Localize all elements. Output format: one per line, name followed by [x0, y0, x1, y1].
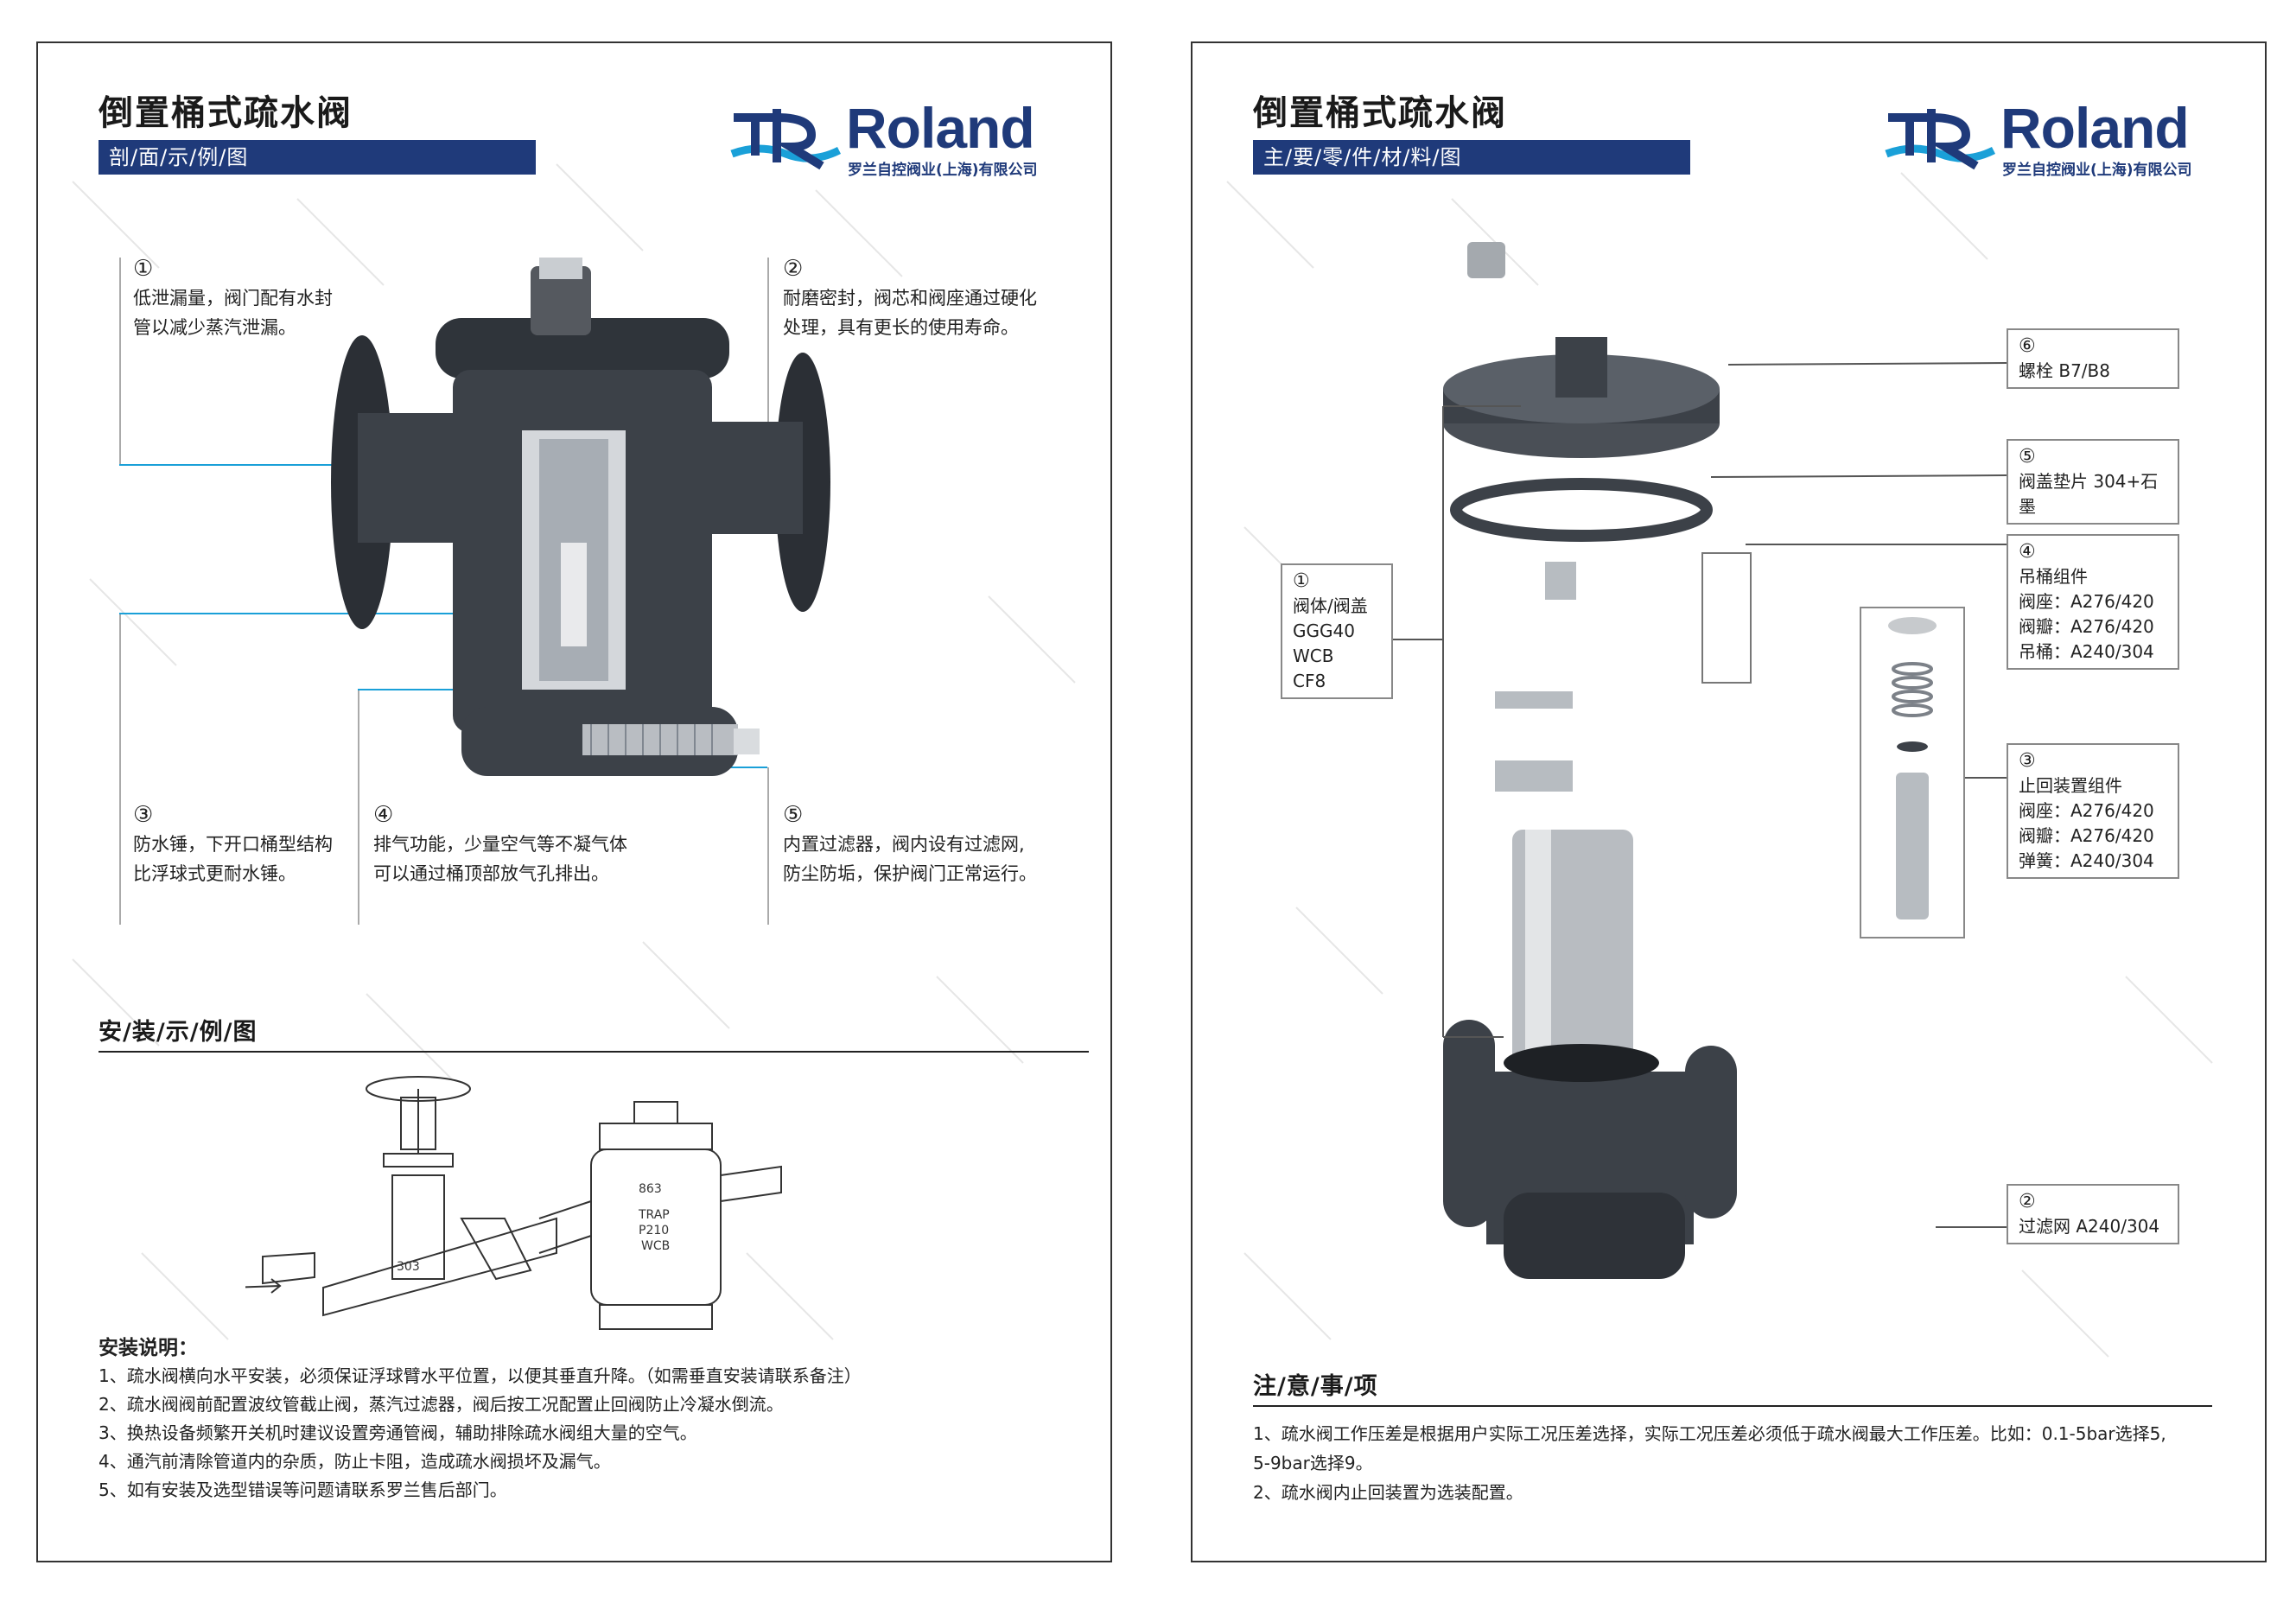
roland-logo: Roland 罗兰自控阀业(上海)有限公司: [725, 93, 1053, 180]
roland-emblem-icon: [730, 109, 842, 170]
notes-section-rule: [1253, 1405, 2212, 1407]
callout-2-line2: 处理，具有更长的使用寿命。: [783, 317, 1019, 338]
install-note: 1、疏水阀横向水平安装，必须保证浮球臂水平位置，以便其垂直升降。（如需垂直安装请…: [99, 1365, 862, 1386]
note-item: 2、疏水阀内止回装置为选装配置。: [1253, 1482, 1523, 1503]
part-4-line: 阀瓣：A276/420: [2019, 616, 2154, 637]
part-1-line: 阀体/阀盖: [1293, 595, 1368, 616]
part-6-line: 螺栓 B7/B8: [2019, 360, 2110, 381]
callout-4-number: ④: [373, 802, 394, 828]
callout-2-number: ②: [783, 256, 804, 282]
part-1-line: WCB: [1293, 646, 1334, 666]
trap-mark-863: 863: [639, 1182, 662, 1196]
part-2-line: 过滤网 A240/304: [2019, 1216, 2160, 1237]
part-box-3: ③ 止回装置组件 阀座：A276/420 阀瓣：A276/420 弹簧：A240…: [2007, 743, 2179, 879]
install-section-title: 安/装/示/例/图: [99, 1019, 258, 1046]
callout-3-line1: 防水锤，下开口桶型结构: [133, 834, 333, 855]
part-3-line: 弹簧：A240/304: [2019, 850, 2154, 871]
callout-5-line: [767, 767, 769, 925]
roland-emblem-icon: [1885, 109, 1996, 170]
trap-mark-pressure: P210: [639, 1224, 669, 1238]
callout-5: ⑤ 内置过滤器，阀内设有过滤网, 防尘防垢，保护阀门正常运行。: [783, 800, 1037, 888]
logo-company-name: 罗兰自控阀业(上海)有限公司: [848, 162, 1038, 179]
right-page: 倒置桶式疏水阀 主/要/零/件/材/料/图 Roland 罗兰自控阀业(上海)有…: [1191, 41, 2267, 1562]
check-device-parts-icon: [1888, 617, 1937, 919]
trap-mark-material: WCB: [641, 1239, 670, 1253]
callout-1: ① 低泄漏量，阀门配有水封 管以减少蒸汽泄漏。: [133, 254, 333, 342]
install-section-rule: [99, 1051, 1089, 1053]
callout-1-line2: 管以减少蒸汽泄漏。: [133, 317, 296, 338]
part-box-6: ⑥ 螺栓 B7/B8: [2007, 328, 2179, 389]
part-3-number: ③: [2019, 750, 2036, 772]
callout-2-line1: 耐磨密封，阀芯和阀座通过硬化: [783, 288, 1037, 309]
check-device-explode-frame: [1860, 607, 1965, 938]
roland-logo: Roland 罗兰自控阀业(上海)有限公司: [1879, 93, 2208, 180]
callout-4-line1: 排气功能，少量空气等不凝气体: [373, 834, 627, 855]
part-box-1: ① 阀体/阀盖 GGG40 WCB CF8: [1281, 563, 1393, 699]
logo-company-name: 罗兰自控阀业(上海)有限公司: [2002, 162, 2192, 179]
install-diagram: 303 863 TRAP P210 WCB: [245, 1076, 782, 1330]
section-bar-cutaway: 剖/面/示/例/图: [99, 140, 536, 175]
install-note: 5、如有安装及选型错误等问题请联系罗兰售后部门。: [99, 1479, 507, 1500]
callout-4-line2: 可以通过桶顶部放气孔排出。: [373, 863, 609, 884]
part-4-line: 吊桶组件: [2019, 566, 2088, 587]
part-leader-lines: [1393, 362, 2007, 1228]
valve-mark-303: 303: [397, 1260, 420, 1274]
logo-wordmark: Roland: [846, 96, 1035, 160]
part-5-line: 阀盖垫片 304+石墨: [2019, 471, 2159, 517]
cutaway-illustration: [331, 258, 830, 776]
left-page: 倒置桶式疏水阀 剖/面/示/例/图 Roland 罗兰自控阀业(上海)有限公司 …: [36, 41, 1112, 1562]
callout-3-line2: 比浮球式更耐水锤。: [133, 863, 296, 884]
part-6-number: ⑥: [2019, 335, 2036, 357]
callout-4: ④ 排气功能，少量空气等不凝气体 可以通过桶顶部放气孔排出。: [373, 800, 627, 888]
page-title: 倒置桶式疏水阀: [99, 93, 353, 133]
callout-3: ③ 防水锤，下开口桶型结构 比浮球式更耐水锤。: [133, 800, 333, 888]
install-notes-title: 安装说明：: [99, 1337, 198, 1359]
logo-wordmark: Roland: [2000, 96, 2190, 160]
callout-1-line: [119, 258, 121, 465]
part-box-4: ④ 吊桶组件 阀座：A276/420 阀瓣：A276/420 吊桶：A240/3…: [2007, 534, 2179, 670]
callout-4-line: [358, 690, 359, 925]
callout-5-line2: 防尘防垢，保护阀门正常运行。: [783, 863, 1037, 884]
callout-1-line1: 低泄漏量，阀门配有水封: [133, 288, 333, 309]
callout-5-line1: 内置过滤器，阀内设有过滤网,: [783, 834, 1025, 855]
part-4-number: ④: [2019, 541, 2036, 563]
part-2-number: ②: [2019, 1191, 2036, 1212]
part-1-line: CF8: [1293, 671, 1326, 691]
part-4-line: 吊桶：A240/304: [2019, 641, 2154, 662]
install-note: 2、疏水阀阀前配置波纹管截止阀，蒸汽过滤器，阀后按工况配置止回阀防止冷凝水倒流。: [99, 1394, 784, 1415]
part-4-line: 阀座：A276/420: [2019, 591, 2154, 612]
install-note: 3、换热设备频繁开关机时建议设置旁通管阀，辅助排除疏水阀组大量的空气。: [99, 1422, 697, 1443]
callout-2-line: [767, 258, 769, 443]
part-1-number: ①: [1293, 570, 1310, 592]
install-note: 4、通汽前清除管道内的杂质，防止卡阻，造成疏水阀损坏及漏气。: [99, 1451, 611, 1472]
part-3-line: 阀瓣：A276/420: [2019, 825, 2154, 846]
notes-section-title: 注/意/事/项: [1253, 1373, 1378, 1400]
callout-5-number: ⑤: [783, 802, 804, 828]
part-1-line: GGG40: [1293, 620, 1355, 641]
callout-3-number: ③: [133, 802, 154, 828]
page-title: 倒置桶式疏水阀: [1253, 93, 1507, 133]
part-3-line: 止回装置组件: [2019, 775, 2122, 796]
note-item: 1、疏水阀工作压差是根据用户实际工况压差选择，实际工况压差必须低于疏水阀最大工作…: [1253, 1423, 2166, 1444]
trap-mark-trap: TRAP: [638, 1208, 670, 1222]
notes-list: 1、疏水阀工作压差是根据用户实际工况压差选择，实际工况压差必须低于疏水阀最大工作…: [1253, 1419, 2212, 1507]
callout-3-line: [119, 614, 121, 925]
part-box-2: ② 过滤网 A240/304: [2007, 1184, 2179, 1244]
callout-2: ② 耐磨密封，阀芯和阀座通过硬化 处理，具有更长的使用寿命。: [783, 254, 1037, 342]
part-3-line: 阀座：A276/420: [2019, 800, 2154, 821]
note-item: 5-9bar选择9。: [1253, 1453, 1373, 1473]
part-box-5: ⑤ 阀盖垫片 304+石墨: [2007, 439, 2179, 525]
install-notes-list: 1、疏水阀横向水平安装，必须保证浮球臂水平位置，以便其垂直升降。（如需垂直安装请…: [99, 1362, 862, 1505]
section-bar-materials: 主/要/零/件/材/料/图: [1253, 140, 1690, 175]
callout-1-number: ①: [133, 256, 154, 282]
part-5-number: ⑤: [2019, 446, 2036, 468]
